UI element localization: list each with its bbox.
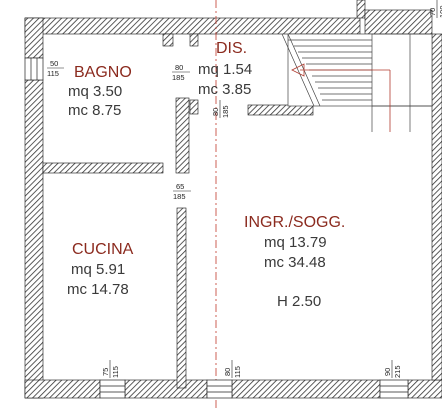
cucina-volume: mc 14.78 <box>67 281 129 298</box>
opening-top-right: 70 100 <box>428 0 442 18</box>
ingresso-area: mq 13.79 <box>264 234 327 251</box>
dis-area: mq 1.54 <box>198 61 252 78</box>
room-bagno: BAGNO mq 3.50 mc 8.75 <box>68 64 132 119</box>
room-dis: DIS. mq 1.54 mc 3.85 <box>198 40 252 98</box>
dim-height: 115 <box>47 69 59 78</box>
dim-width: 75 <box>101 368 110 376</box>
dim-height: 185 <box>172 73 185 82</box>
dim-height: 100 <box>438 5 442 18</box>
dim-height: 185 <box>173 192 186 201</box>
dim-width: 50 <box>50 59 58 68</box>
ingresso-volume: mc 34.48 <box>264 254 326 271</box>
dim-width: 65 <box>176 182 184 191</box>
dim-width: 80 <box>223 368 232 376</box>
dim-width: 80 <box>211 108 220 116</box>
dim-width: 70 <box>428 8 437 16</box>
dim-height: 185 <box>221 105 230 118</box>
opening-cucina-window: 75 115 <box>101 360 120 378</box>
bagno-name: BAGNO <box>74 64 132 81</box>
ingresso-height: H 2.50 <box>277 293 321 310</box>
dis-volume: mc 3.85 <box>198 81 251 98</box>
dim-width: 90 <box>383 368 392 376</box>
dim-height: 115 <box>111 366 120 378</box>
opening-bagno-window: 50 115 <box>47 59 64 78</box>
opening-cucina-door: 65 185 <box>173 182 191 201</box>
room-ingresso: INGR./SOGG. mq 13.79 mc 34.48 H 2.50 <box>244 214 345 310</box>
opening-ingr-window-right: 90 215 <box>383 360 402 378</box>
bagno-area: mq 3.50 <box>68 83 122 100</box>
opening-bagno-door: 80 185 <box>172 63 190 82</box>
cucina-area: mq 5.91 <box>71 261 125 278</box>
dim-height: 115 <box>233 366 242 378</box>
staircase <box>281 33 433 132</box>
opening-dis-door: 80 185 <box>211 100 230 118</box>
opening-ingr-window-left: 80 115 <box>223 360 242 378</box>
walls <box>24 0 442 399</box>
room-cucina: CUCINA mq 5.91 mc 14.78 <box>67 241 134 298</box>
bagno-volume: mc 8.75 <box>68 102 121 119</box>
dim-height: 215 <box>393 365 402 378</box>
dim-width: 80 <box>175 63 183 72</box>
dis-name: DIS. <box>216 40 247 57</box>
ingresso-name: INGR./SOGG. <box>244 214 345 231</box>
cucina-name: CUCINA <box>72 241 134 258</box>
window-frames <box>24 57 409 399</box>
